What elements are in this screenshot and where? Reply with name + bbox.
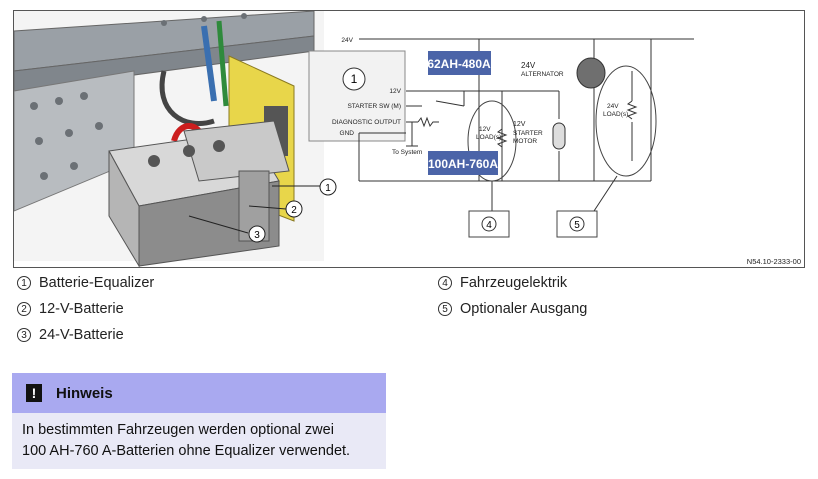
legend-item-2: 2 12-V-Batterie <box>17 301 124 317</box>
wiring-figure: 1 2 3 <box>13 10 805 268</box>
svg-text:5: 5 <box>574 220 580 231</box>
note-line-1: In bestimmten Fahrzeugen werden optional… <box>22 422 334 438</box>
figure-svg: 1 2 3 <box>14 11 801 268</box>
schematic-callout-5 <box>569 216 585 232</box>
starter-label-2: MOTOR <box>513 138 537 145</box>
starter-label-1: STARTER <box>513 130 543 137</box>
load24-voltage: 24V <box>607 103 619 110</box>
legend-num: 5 <box>438 302 452 316</box>
load24-label: LOAD(s) <box>603 111 628 118</box>
photo-callout-2: 2 <box>285 200 303 218</box>
legend-item-4: 4 Fahrzeugelektrik <box>438 275 567 291</box>
legend-num: 2 <box>17 302 31 316</box>
pin-diagnostic: DIAGNOSTIC OUTPUT <box>332 119 401 126</box>
equalizer-callout <box>342 67 366 91</box>
equalizer-callout-num: 1 <box>351 72 358 86</box>
note-header: ! Hinweis <box>12 373 386 413</box>
battery-100ah-box <box>428 151 498 175</box>
legend-num: 3 <box>17 328 31 342</box>
load12-voltage: 12V <box>479 126 491 133</box>
note-line-2: 100 AH-760 A-Batterien ohne Equalizer ve… <box>22 443 351 459</box>
battery-100ah-label: 100AH-760A <box>428 157 498 171</box>
battery-62ah-label: 62AH-480A <box>427 57 491 71</box>
legend-text: Batterie-Equalizer <box>39 275 155 291</box>
svg-text:2: 2 <box>291 205 297 216</box>
schematic-callout-4 <box>481 216 497 232</box>
load12-label: LOAD(s) <box>476 134 501 141</box>
pin-starter: STARTER SW (M) <box>347 103 401 110</box>
legend-item-3: 3 24-V-Batterie <box>17 327 124 343</box>
battery-62ah-box <box>428 51 491 75</box>
photo-callout-1: 1 <box>319 178 337 196</box>
alternator-voltage: 24V <box>521 61 536 70</box>
legend-item-5: 5 Optionaler Ausgang <box>438 301 587 317</box>
note-box: ! Hinweis In bestimmten Fahrzeugen werde… <box>12 373 386 469</box>
photo-callout-3: 3 <box>248 225 266 243</box>
legend-text: 12-V-Batterie <box>39 301 124 317</box>
note-body: In bestimmten Fahrzeugen werden optional… <box>12 413 386 469</box>
legend-text: 24-V-Batterie <box>39 327 124 343</box>
svg-text:1: 1 <box>325 183 331 194</box>
pin-24v: 24V <box>341 37 353 44</box>
pin-12v: 12V <box>389 88 401 95</box>
figure-ref-code: N54.10-2333-00 <box>747 257 801 266</box>
alternator-symbol <box>576 57 606 89</box>
alternator-label: ALTERNATOR <box>521 71 564 78</box>
wiring-schematic <box>308 38 694 238</box>
battery-illustration <box>14 11 324 268</box>
legend-text: Optionaler Ausgang <box>460 301 588 317</box>
note-title: Hinweis <box>56 384 113 402</box>
legend-item-1: 1 Batterie-Equalizer <box>17 275 154 291</box>
exclamation-icon: ! <box>26 384 42 402</box>
svg-text:4: 4 <box>486 220 492 231</box>
pin-gnd: GND <box>340 130 355 137</box>
legend-num: 1 <box>17 276 31 290</box>
legend-text: Fahrzeugelektrik <box>460 275 568 291</box>
svg-text:3: 3 <box>254 230 260 241</box>
legend-num: 4 <box>438 276 452 290</box>
to-system-label: To System <box>392 149 422 156</box>
starter-voltage: 12V <box>513 121 526 128</box>
